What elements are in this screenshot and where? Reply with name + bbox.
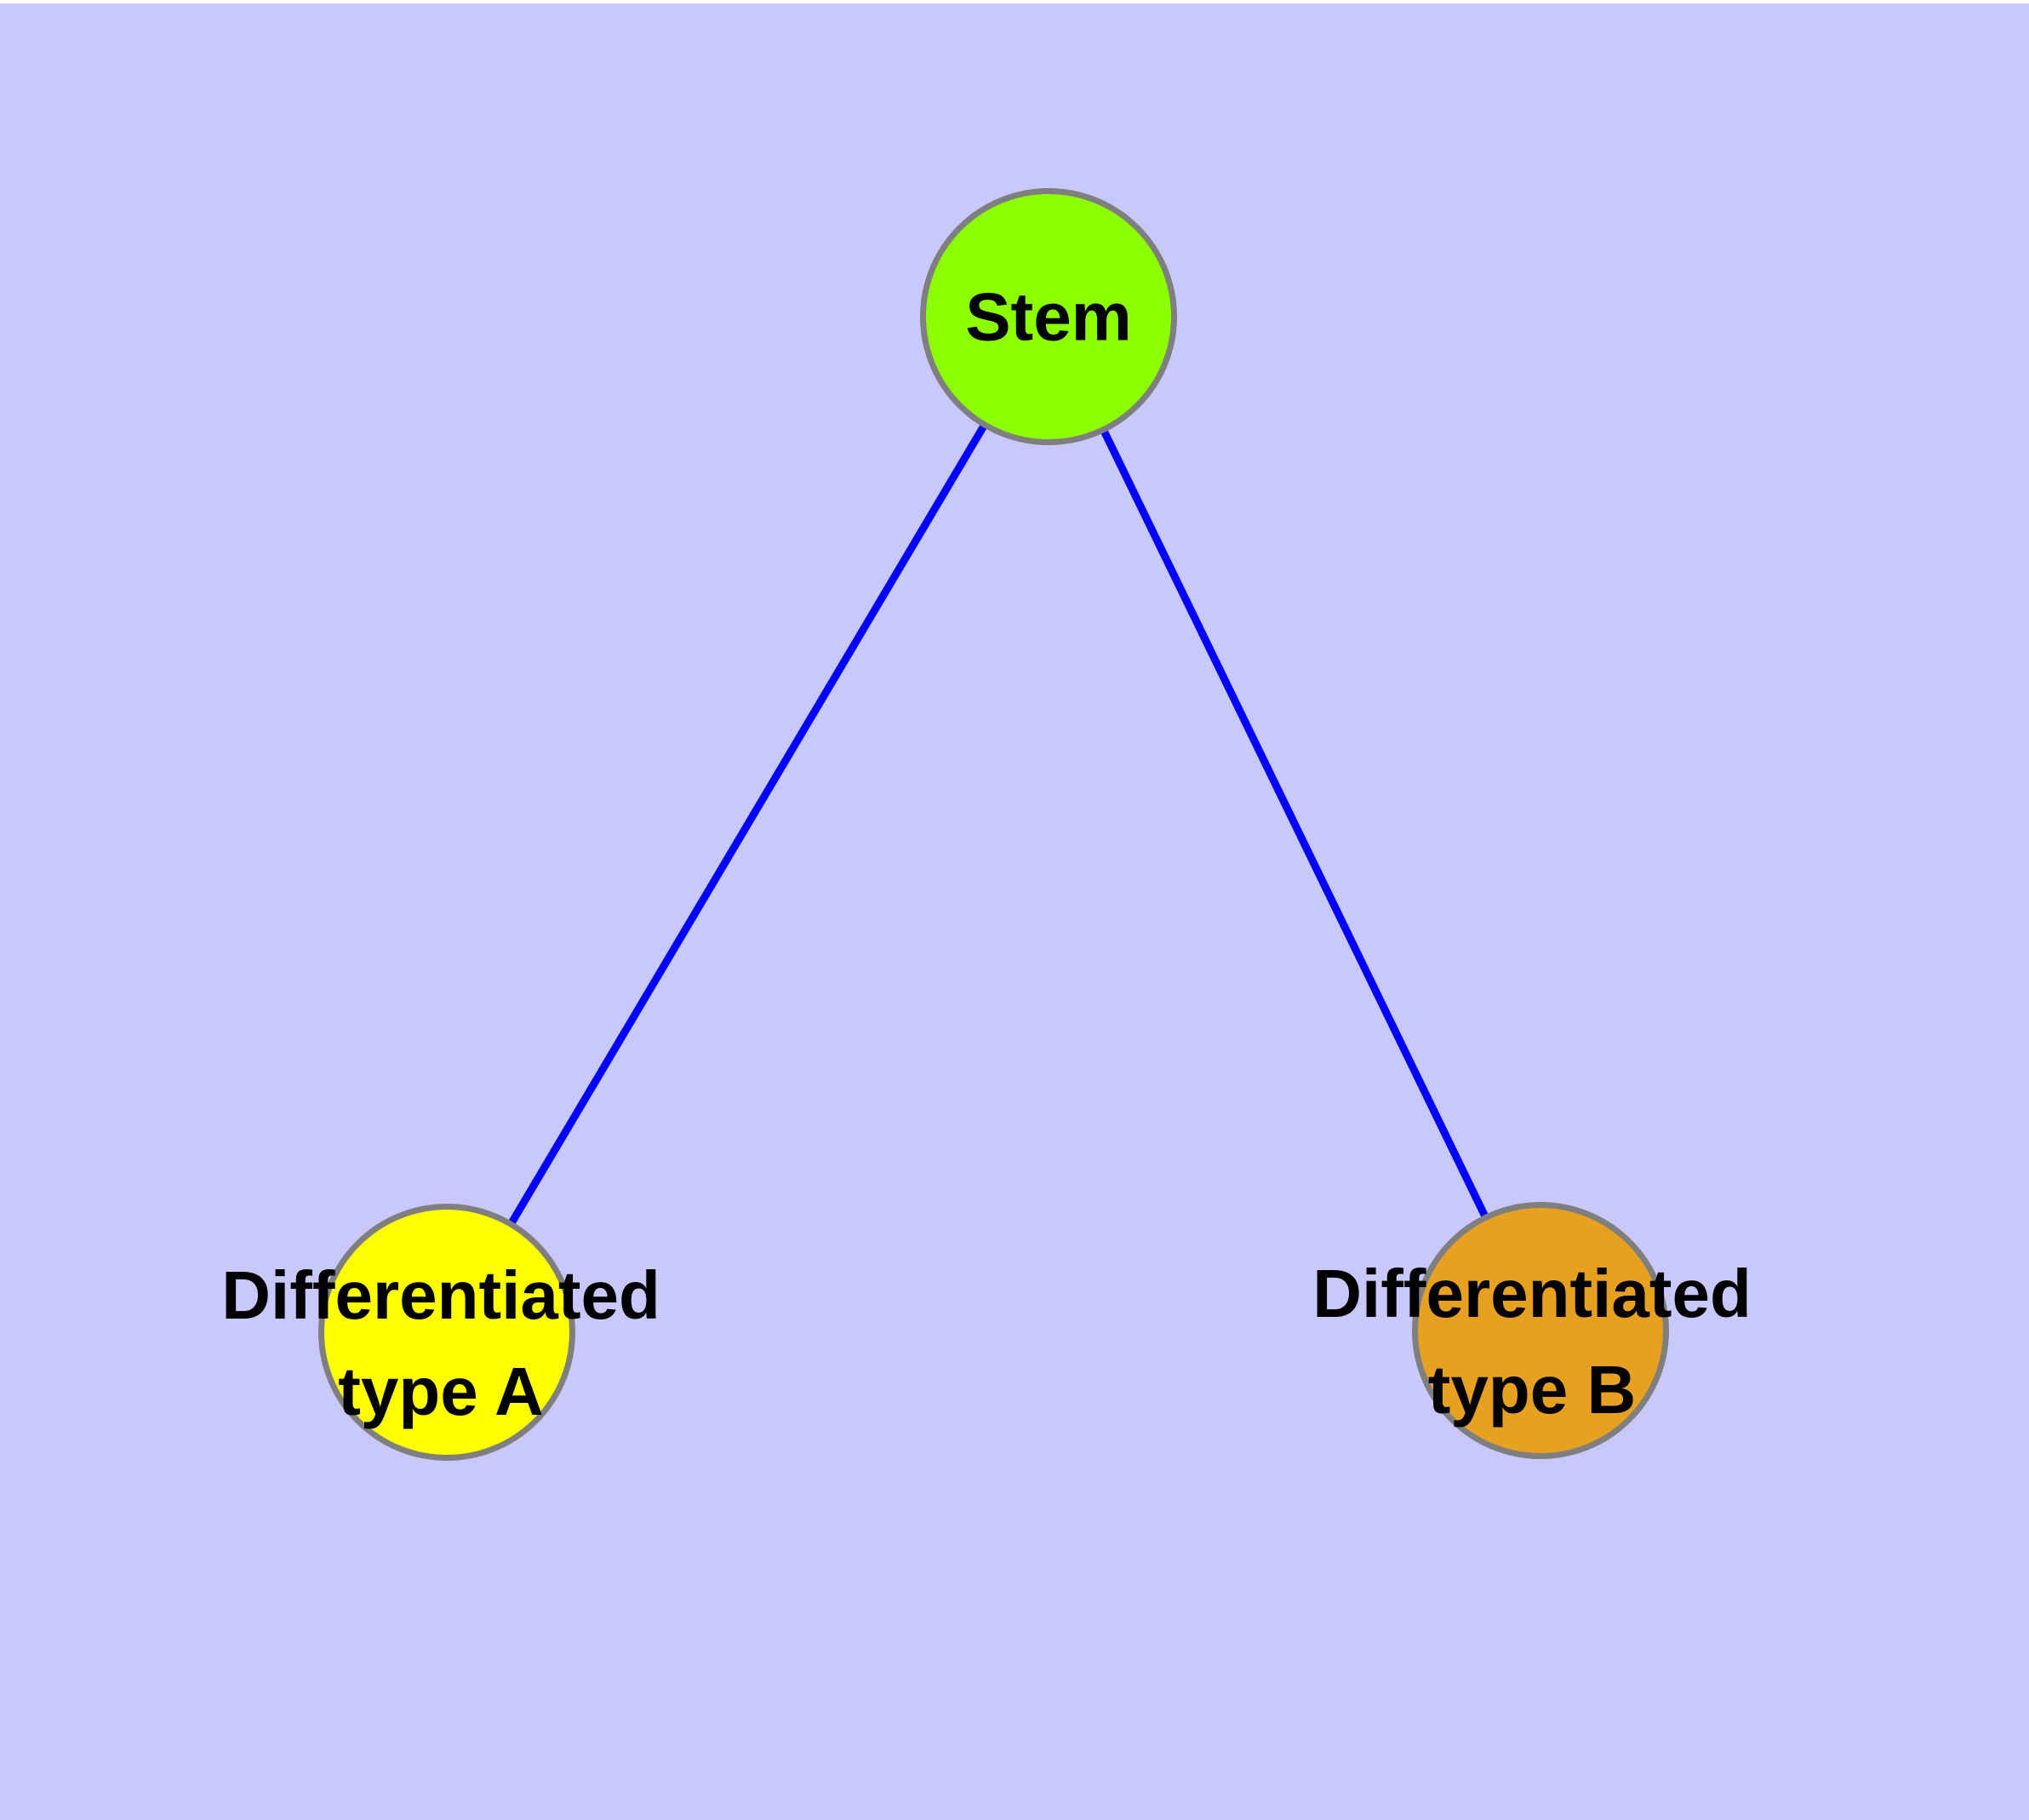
node-stem[interactable] (920, 188, 1177, 445)
edge-stem-to-type-a[interactable] (443, 314, 1052, 1335)
edge-stem-to-type-b[interactable] (1044, 315, 1545, 1332)
top-border-strip (0, 0, 2029, 3)
node-differentiated-type-a[interactable] (318, 1204, 575, 1461)
node-differentiated-type-b[interactable] (1412, 1202, 1669, 1459)
